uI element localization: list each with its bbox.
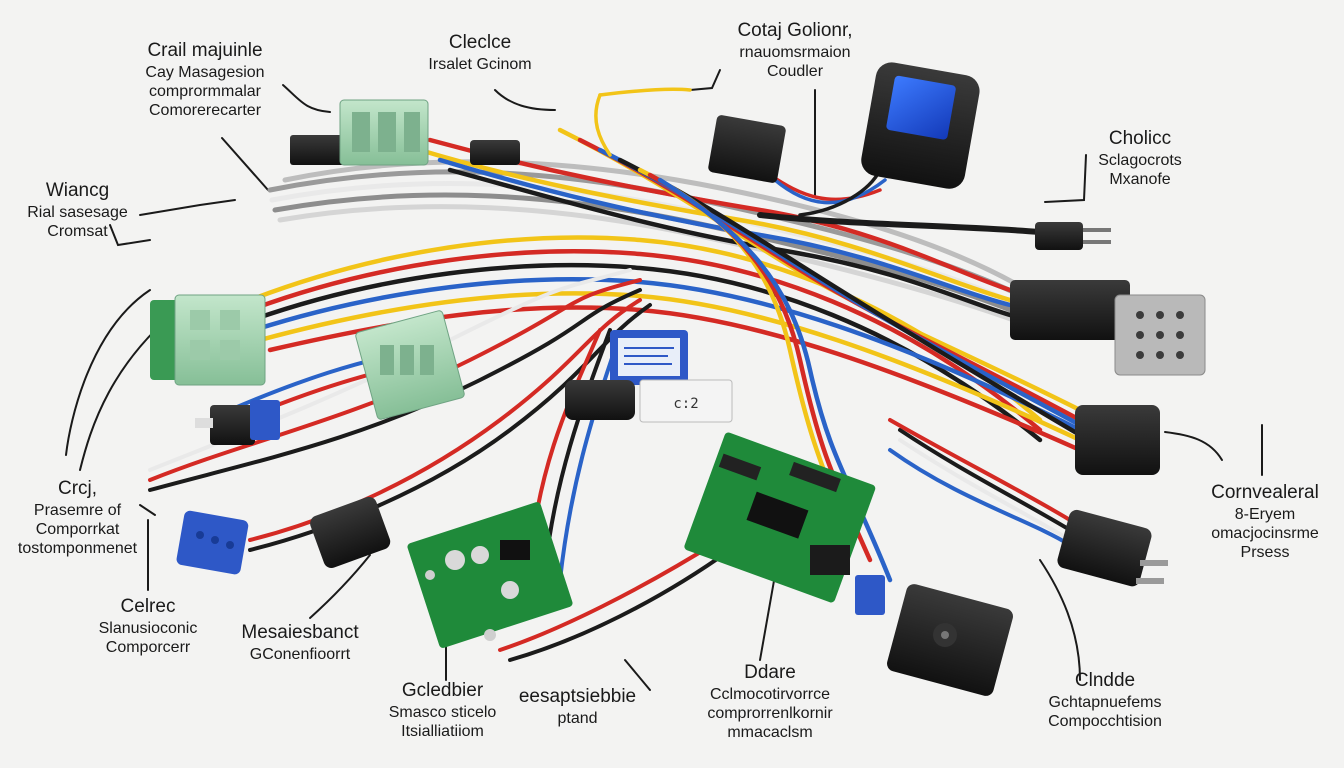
small-connector-left <box>195 400 280 445</box>
pcb-board-left <box>407 502 573 648</box>
black-connector-right <box>1075 405 1160 475</box>
power-plug <box>1057 509 1168 587</box>
label-left-upper: Wiancg Rial sasesage Cromsat <box>27 180 128 240</box>
square-pad <box>887 584 1013 696</box>
components: c:2 <box>150 62 1206 696</box>
small-plug-top-right <box>1035 222 1111 250</box>
label-top-left: Crail majuinle Cay Masagesion comprormma… <box>145 40 265 120</box>
blue-connector-bottom-left <box>176 496 391 575</box>
label-tag-device: c:2 <box>565 330 733 423</box>
label-tag-text: c:2 <box>673 396 698 412</box>
label-right-middle: Cornvealeral 8-Eryem omacjocinsrme Prses… <box>1211 482 1319 562</box>
label-top-right: Cotaj Golionr, rnauomsrmaion Coudler <box>737 20 853 80</box>
label-bottom-left: Gcledbier Smasco sticelo Itsialliatiiom <box>388 680 497 740</box>
pcb-board-center <box>684 432 885 615</box>
display-device <box>708 62 980 189</box>
green-connector-top-left <box>290 99 520 166</box>
label-top-center: Cleclce Irsalet Gcinom <box>428 32 532 73</box>
label-left-middle: Crcj, Prasemre of Comporrkat tostomponme… <box>17 478 138 558</box>
label-bottom-mid: Ddare Cclmocotirvorrce comprorrenlkornir… <box>707 662 833 742</box>
green-connector-center <box>355 310 465 420</box>
label-bottom-right: Clndde Gchtapnuefems Compocchtision <box>1048 670 1162 730</box>
green-connector-left <box>150 294 266 386</box>
label-bottom-center: eesaptsiebbie ptand <box>518 686 637 727</box>
label-center-left: Mesaiesbanct GConenfioorrt <box>241 622 359 663</box>
label-right-upper: Cholicc Sclagocrots Mxanofe <box>1098 128 1182 188</box>
gray-block-connector <box>1010 280 1206 376</box>
leader-lines <box>65 69 1263 691</box>
label-left-lower: Celrec Slanusioconic Comporcerr <box>98 596 198 656</box>
